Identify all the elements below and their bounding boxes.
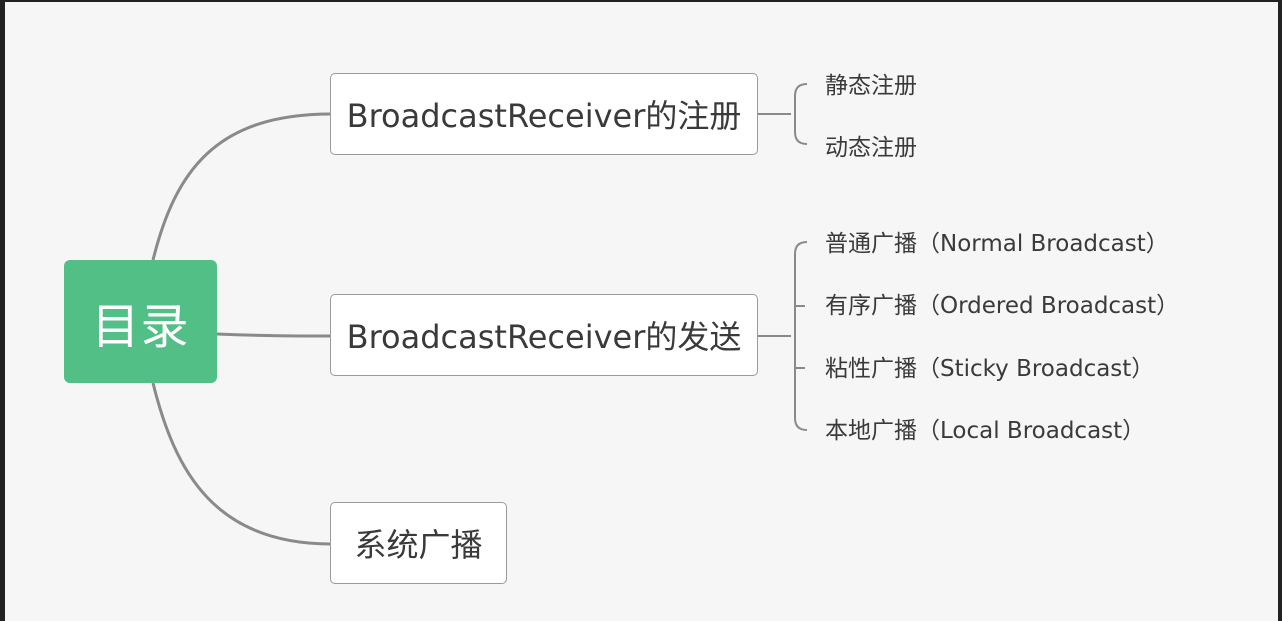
leaf-local-broadcast[interactable]: 本地广播（Local Broadcast） — [825, 418, 1146, 444]
connector-root-branch-2 — [216, 332, 332, 338]
leaf-ordered-broadcast[interactable]: 有序广播（Ordered Broadcast） — [825, 293, 1180, 319]
bracket-branch-2 — [758, 241, 808, 431]
connector-root-branch-1 — [151, 112, 332, 261]
leaf-sticky-broadcast[interactable]: 粘性广播（Sticky Broadcast） — [825, 356, 1155, 382]
root-node[interactable]: 目录 — [64, 260, 217, 383]
mindmap-canvas: 目录 BroadcastReceiver的注册 BroadcastReceive… — [5, 2, 1278, 621]
leaf-normal-broadcast[interactable]: 普通广播（Normal Broadcast） — [825, 231, 1169, 257]
bracket-branch-1 — [758, 83, 808, 145]
leaf-dynamic-registration[interactable]: 动态注册 — [825, 135, 917, 161]
leaf-static-registration[interactable]: 静态注册 — [825, 73, 917, 99]
connector-lines — [151, 83, 808, 546]
connector-root-branch-3 — [151, 382, 332, 546]
branch-node-registration[interactable]: BroadcastReceiver的注册 — [330, 73, 758, 155]
branch-node-sending[interactable]: BroadcastReceiver的发送 — [330, 294, 758, 376]
branch-node-system-broadcast[interactable]: 系统广播 — [330, 502, 507, 584]
